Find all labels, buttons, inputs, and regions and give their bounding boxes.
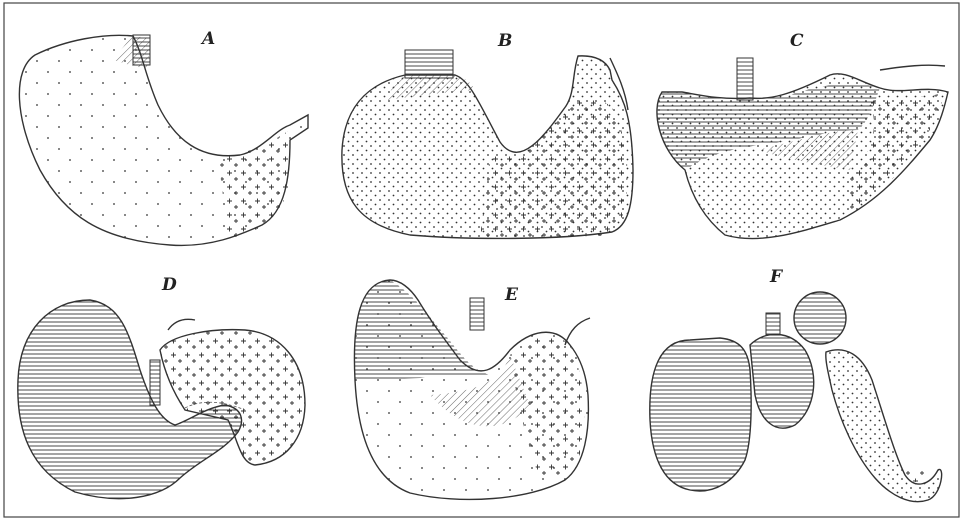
panel-d-stomach: D <box>18 275 305 499</box>
panel-e-stomach: E <box>354 280 590 499</box>
panel-b-stomach: B <box>342 31 633 238</box>
panel-label-c: C <box>790 31 804 51</box>
panel-label-d: D <box>161 275 177 295</box>
panel-f-stomach: F <box>650 267 942 502</box>
panel-c-stomach: C <box>657 31 948 239</box>
panel-a-stomach: A <box>19 29 308 245</box>
panel-label-f: F <box>769 267 784 287</box>
panel-label-b: B <box>497 31 512 51</box>
panel-label-e: E <box>504 285 519 305</box>
panel-label-a: A <box>200 29 215 49</box>
